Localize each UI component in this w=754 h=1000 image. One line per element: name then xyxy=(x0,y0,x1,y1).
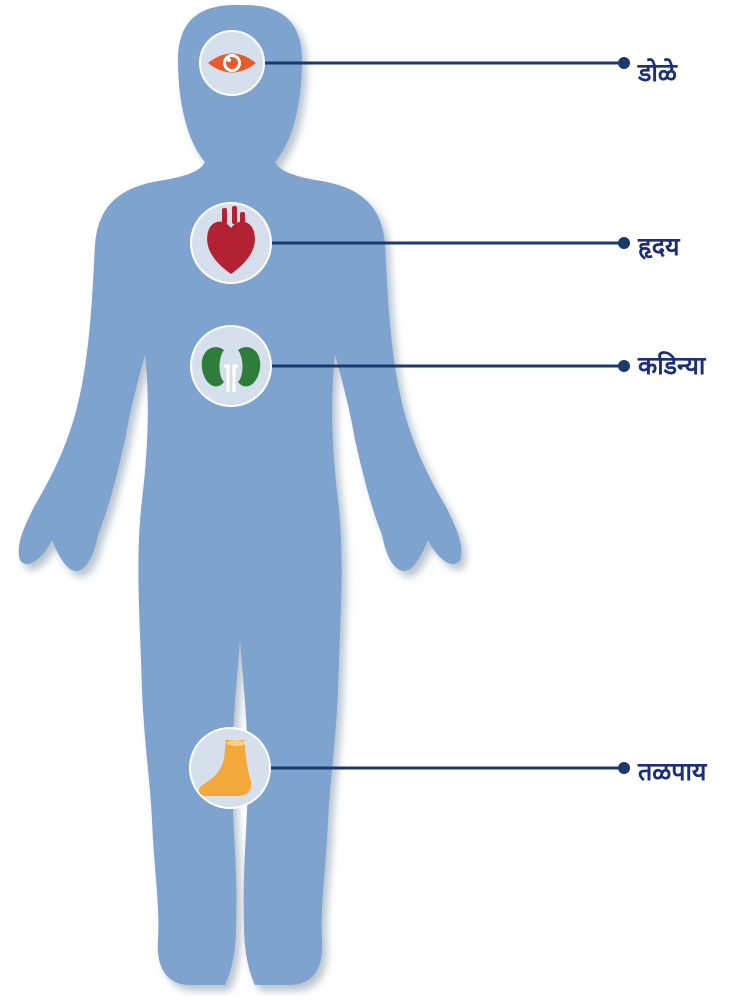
eyes-connector-dot xyxy=(618,57,630,69)
heart-connector-dot xyxy=(618,237,630,249)
kidneys-connector-dot xyxy=(618,360,630,372)
label-feet: तळपाय xyxy=(638,757,706,787)
human-silhouette xyxy=(19,5,467,991)
label-kidneys: कडिन्या xyxy=(638,351,705,381)
silhouette-body xyxy=(19,5,462,985)
kidneys-badge xyxy=(191,326,271,406)
eyes-badge xyxy=(200,31,264,95)
heart-badge xyxy=(191,203,271,283)
feet-connector-dot xyxy=(618,762,630,774)
label-heart: हृदय xyxy=(638,232,680,262)
label-eyes: डोळे xyxy=(638,58,677,88)
feet-badge xyxy=(190,728,270,808)
